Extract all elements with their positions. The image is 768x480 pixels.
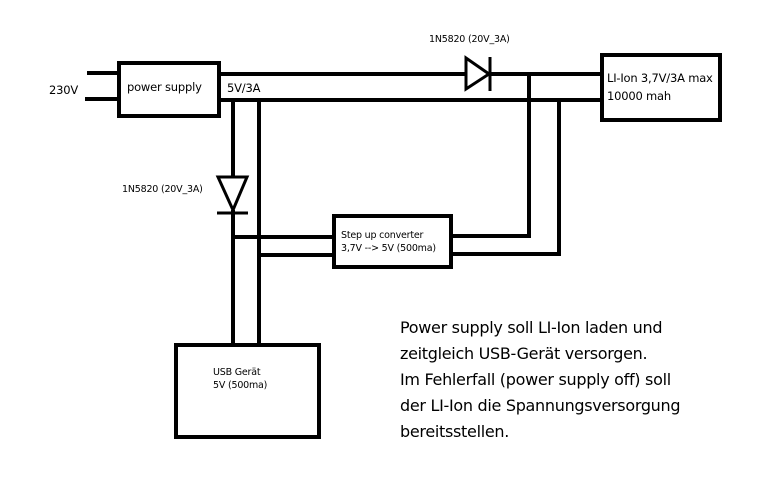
battery-label-line1: LI-Ion 3,7V/3A max (607, 71, 713, 85)
note-line: zeitgleich USB-Gerät versorgen. (400, 344, 648, 363)
usb-device-box (174, 343, 321, 439)
usb-device-label-line1: USB Gerät (213, 367, 261, 378)
note-line: bereitsstellen. (400, 422, 510, 441)
step-up-label-line1: Step up converter (341, 230, 424, 241)
battery-label-line2: 10000 mah (607, 89, 671, 103)
note-line: Power supply soll LI-Ion laden und (400, 318, 663, 337)
note-line: der LI-Ion die Spannungsversorgung (400, 396, 681, 415)
description-note: Power supply soll LI-Ion laden und zeitg… (400, 315, 681, 445)
battery-plus-to-stepup (450, 72, 531, 238)
power-supply-label: power supply (127, 80, 202, 94)
power-supply-output-label: 5V/3A (227, 81, 261, 95)
note-line: Im Fehlerfall (power supply off) soll (400, 370, 671, 389)
step-up-box (332, 214, 453, 269)
diode-top-triangle (464, 55, 492, 92)
input-voltage-label: 230V (49, 83, 79, 97)
power-supply-box (117, 61, 221, 118)
diode-left-triangle (215, 175, 250, 214)
battery-box (600, 53, 722, 122)
diode-top-label: 1N5820 (20V_3A) (429, 34, 510, 45)
step-up-label-line2: 3,7V --> 5V (500ma) (341, 243, 436, 254)
diode-left-label: 1N5820 (20V_3A) (122, 184, 203, 195)
battery-minus-to-stepup (450, 98, 561, 256)
usb-device-label-line2: 5V (500ma) (213, 380, 268, 391)
